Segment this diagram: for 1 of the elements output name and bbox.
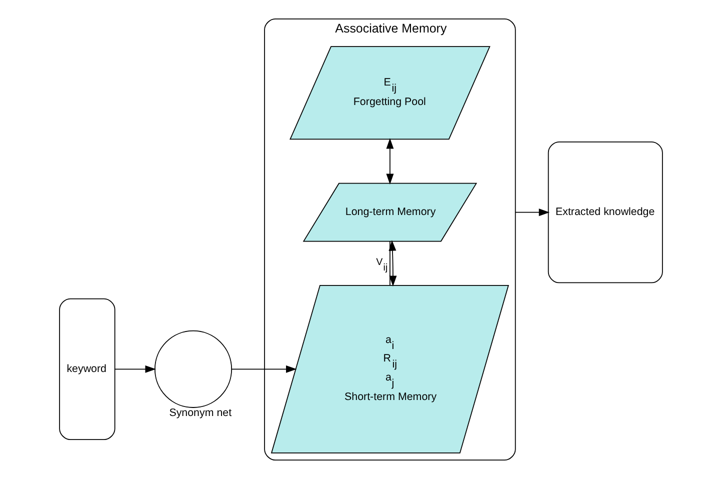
node-label: Synonym net [168,407,232,420]
